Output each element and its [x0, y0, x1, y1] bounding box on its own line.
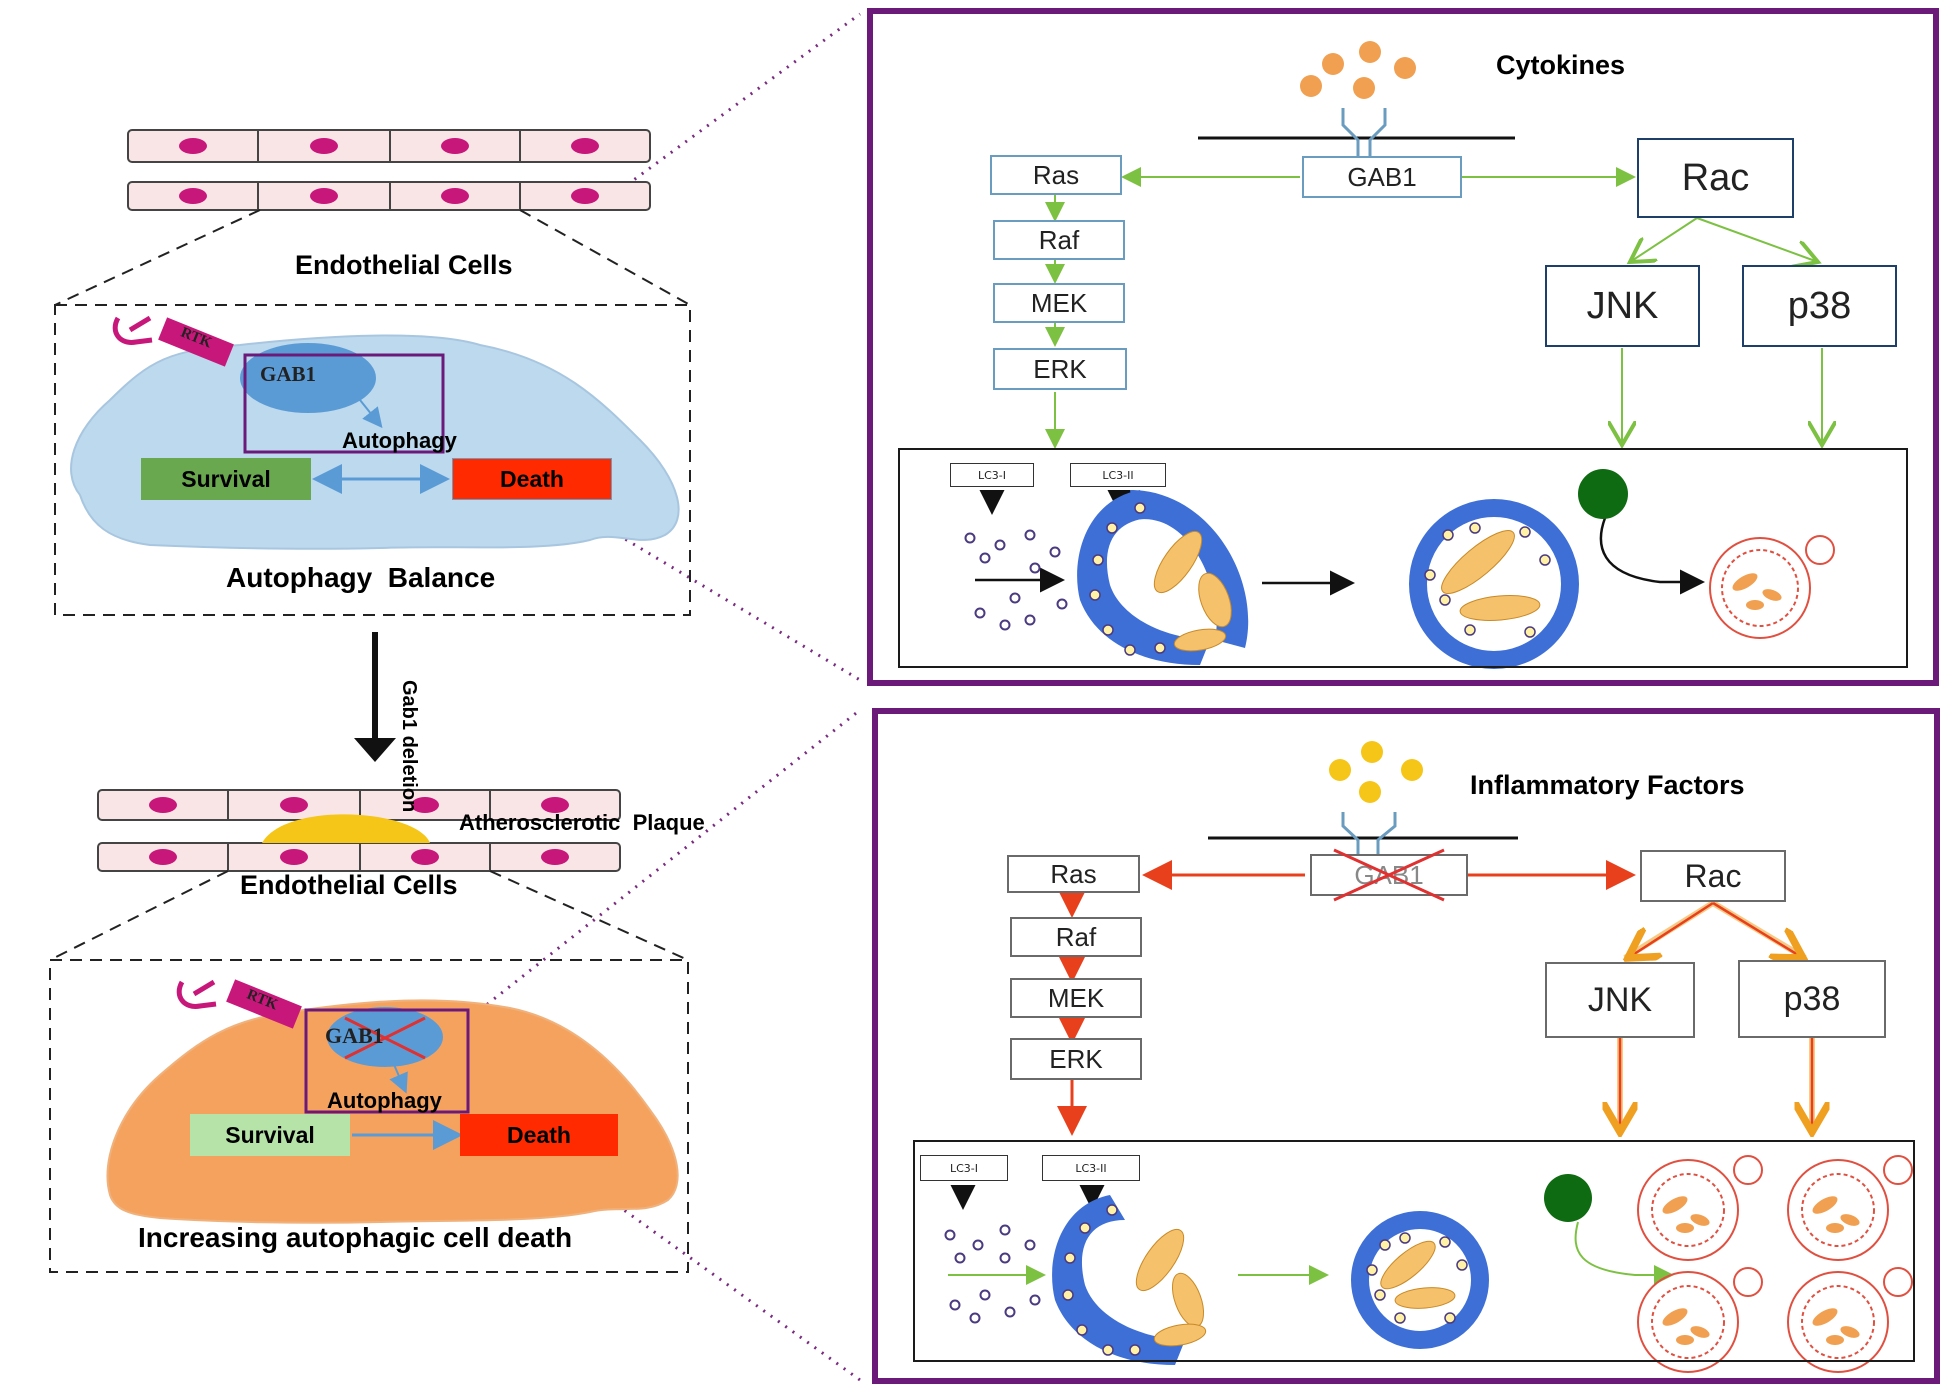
- phagophore-bottom: [1052, 1195, 1185, 1365]
- lc3-ii-tag-top: LC3-II: [1070, 463, 1166, 487]
- lc3-i-tag-bottom: LC3-I: [920, 1155, 1008, 1181]
- lc3-i-tag-top: LC3-I: [950, 463, 1034, 487]
- atherosclerotic-plaque-label: Atherosclerotic Plaque: [459, 810, 705, 835]
- p38-box-top: p38: [1742, 265, 1897, 347]
- death-box-bottom: Death: [460, 1114, 618, 1156]
- autophagy-label-bottom: Autophagy: [327, 1088, 442, 1113]
- plaque: [262, 814, 430, 843]
- inflammatory-factors-title: Inflammatory Factors: [1470, 770, 1745, 800]
- inflammatory-panel: [872, 708, 1940, 1384]
- gab1-label-top: GAB1: [260, 362, 317, 386]
- endothelial-cells-label-top: Endothelial Cells: [295, 250, 513, 280]
- cytokines-panel: [867, 8, 1939, 686]
- survival-box-bottom: Survival: [190, 1114, 350, 1156]
- dying-cell-top: [1709, 535, 1835, 639]
- p38-box-bottom: p38: [1738, 960, 1886, 1038]
- rac-box-bottom: Rac: [1640, 850, 1786, 902]
- dying-cells-bottom: [1637, 1155, 1913, 1373]
- cytokines-title: Cytokines: [1496, 50, 1626, 80]
- ras-box-top: Ras: [990, 155, 1122, 195]
- phagophore-top: [1077, 490, 1210, 665]
- gab1-deletion-label: Gab1 deletion: [398, 680, 420, 813]
- endothelial-cells-label-bottom: Endothelial Cells: [240, 870, 458, 900]
- rac-box-top: Rac: [1637, 138, 1794, 218]
- cytokines-autophagy-box: [898, 448, 1908, 668]
- gab1-label-bottom: GAB1: [325, 1023, 384, 1048]
- death-box-top: Death: [452, 458, 612, 500]
- endothelial-strip-top: [127, 129, 651, 211]
- raf-box-top: Raf: [993, 220, 1125, 260]
- gab1-box-top: GAB1: [1302, 156, 1462, 198]
- mek-box-bottom: MEK: [1010, 978, 1142, 1018]
- erk-box-bottom: ERK: [1010, 1038, 1142, 1080]
- autophagy-balance-caption: Autophagy Balance: [226, 562, 496, 593]
- jnk-box-bottom: JNK: [1545, 962, 1695, 1038]
- survival-box-top: Survival: [141, 458, 311, 500]
- mek-box-top: MEK: [993, 283, 1125, 323]
- ras-box-bottom: Ras: [1007, 855, 1140, 893]
- erk-box-top: ERK: [993, 348, 1127, 390]
- inflammatory-autophagy-box: [913, 1140, 1915, 1362]
- jnk-box-top: JNK: [1545, 265, 1700, 347]
- raf-box-bottom: Raf: [1010, 917, 1142, 957]
- autophagy-label-top: Autophagy: [342, 428, 457, 453]
- increasing-cell-death-caption: Increasing autophagic cell death: [138, 1222, 573, 1253]
- gab1-deletion-cross: [1333, 848, 1445, 902]
- lc3-ii-tag-bottom: LC3-II: [1042, 1155, 1140, 1181]
